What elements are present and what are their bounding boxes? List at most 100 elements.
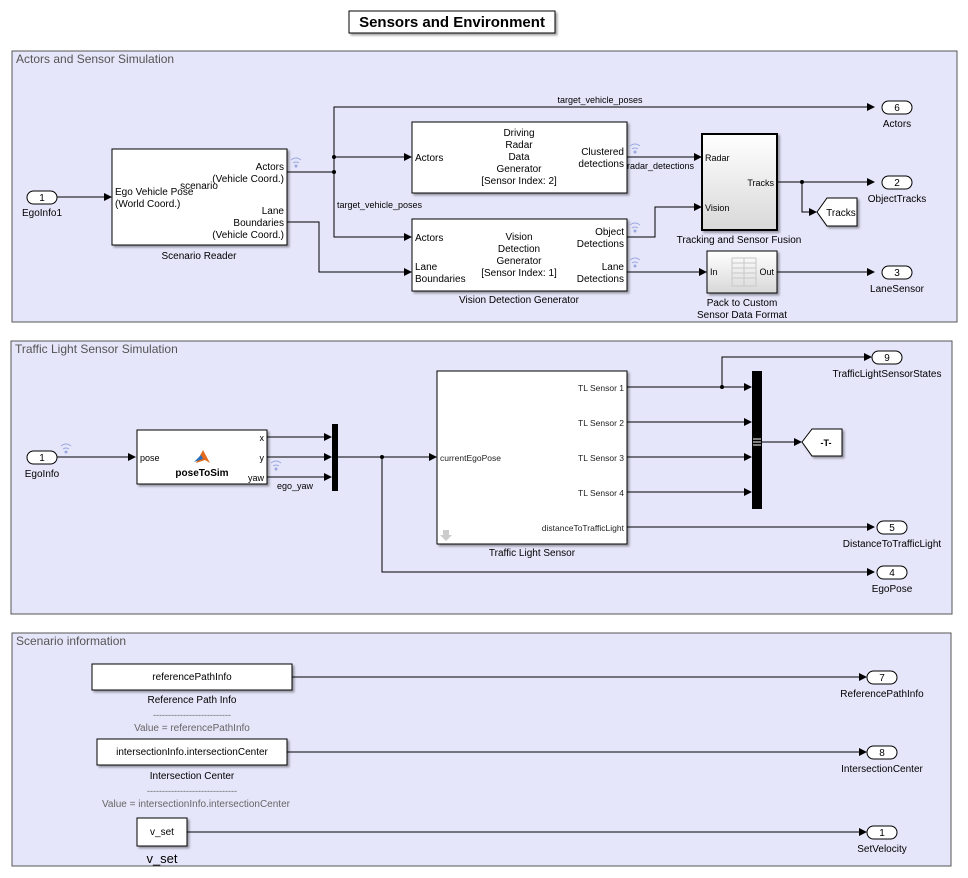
label-text: Reference Path Info	[148, 695, 237, 706]
label-text: Tracking and Sensor Fusion	[677, 235, 802, 246]
signal-line[interactable]	[627, 203, 702, 238]
signal-target-vehicle-poses-top[interactable]	[333, 103, 875, 172]
label-text: 1	[39, 193, 45, 204]
outport-setvelocity[interactable]: 1 SetVelocity	[857, 825, 907, 855]
outport-referencepathinfo[interactable]: 7 ReferencePathInfo	[840, 670, 924, 700]
label-text: radar_detections	[627, 161, 695, 171]
label-text: [Sensor Index: 2]	[481, 176, 557, 187]
label-text: target_vehicle_poses	[557, 95, 643, 105]
label-text: TL Sensor 1	[578, 383, 624, 393]
label-text: Scenario information	[16, 634, 126, 648]
label-text: TL Sensor 4	[578, 488, 624, 498]
label-text: Out	[759, 267, 774, 277]
pack-to-custom-sensor-data-format-block[interactable]: In Out Pack to Custom Sensor Data Format	[697, 250, 787, 321]
label-text: 3	[894, 268, 900, 279]
label-text: Vision Detection Generator	[459, 295, 580, 306]
label-text: LaneSensor	[870, 284, 925, 295]
matlab-function-icon	[194, 450, 210, 463]
signal-line[interactable]	[381, 457, 875, 576]
label-text: --------------------------	[153, 710, 231, 720]
scenario-reader-block[interactable]: Ego Vehicle Pose (World Coord.) scenario…	[111, 148, 288, 262]
outport-lanesensor[interactable]: 3 LaneSensor	[870, 265, 925, 295]
outport-objecttracks[interactable]: 2 ObjectTracks	[868, 175, 927, 205]
label-text: yaw	[248, 473, 265, 483]
bus-creator-block[interactable]	[752, 371, 762, 509]
pack-icon	[731, 257, 757, 287]
outport-distancetotrafficlight[interactable]: 5 DistanceToTrafficLight	[843, 520, 942, 550]
label-text: distanceToTrafficLight	[542, 523, 625, 533]
label-text: Actors	[256, 162, 284, 173]
label-text: ego_yaw	[277, 481, 314, 491]
signal-logging-icon	[60, 443, 72, 454]
label-text: currentEgoPose	[440, 453, 501, 463]
label-text: 6	[894, 103, 900, 114]
label-text: referencePathInfo	[152, 672, 232, 683]
label-text: (World Coord.)	[115, 199, 180, 210]
vision-detection-generator-block[interactable]: Actors Lane Boundaries Vision Detection …	[411, 218, 628, 306]
outport-egopose[interactable]: 4 EgoPose	[872, 565, 913, 595]
label-text: detections	[578, 159, 624, 170]
traffic-light-sensor-block[interactable]: currentEgoPose TL Sensor 1 TL Sensor 2 T…	[436, 370, 628, 559]
label-text: Sensors and Environment	[359, 14, 545, 31]
label-text: pose	[140, 453, 160, 463]
label-text: Detections	[577, 274, 624, 285]
label-text: ------------------------------	[147, 786, 237, 796]
signal-logging-icon	[629, 143, 641, 154]
outport-intersectioncenter[interactable]: 8 IntersectionCenter	[841, 745, 924, 775]
signal-line[interactable]	[287, 221, 412, 276]
label-text: Lane	[415, 262, 438, 273]
label-text: y	[260, 453, 265, 463]
label-text: Clustered	[581, 147, 624, 158]
label-text: EgoInfo	[25, 469, 60, 480]
label-text: Driving	[503, 128, 534, 139]
label-text: 1	[879, 828, 885, 839]
constant-intersection-center[interactable]: intersectionInfo.intersectionCenter Inte…	[96, 738, 291, 810]
outport-trafficlightsensorstates[interactable]: 9 TrafficLightSensorStates	[833, 350, 942, 380]
outport-actors[interactable]: 6 Actors	[881, 100, 913, 130]
constant-v-set[interactable]: v_set v_set	[136, 817, 188, 866]
label-text: Intersection Center	[150, 771, 235, 782]
goto-tracks-block[interactable]: Tracks	[816, 197, 858, 227]
label-text: In	[710, 267, 718, 277]
label-text: 7	[879, 673, 885, 684]
label-text: Vision	[705, 203, 729, 213]
label-text: 8	[879, 748, 885, 759]
label-text: -T-	[821, 438, 832, 448]
label-text: TL Sensor 3	[578, 453, 624, 463]
constant-reference-path-info[interactable]: referencePathInfo Reference Path Info --…	[91, 663, 293, 734]
signal-line[interactable]	[721, 353, 872, 387]
branch-point	[332, 155, 336, 159]
label-text: v_set	[150, 827, 174, 838]
label-text: 5	[889, 523, 895, 534]
label-text: [Sensor Index: 1]	[481, 268, 557, 279]
label-text: poseToSim	[175, 468, 228, 479]
pose-to-sim-block[interactable]: pose poseToSim x y yaw	[136, 429, 268, 485]
goto-t-block[interactable]: -T-	[801, 428, 843, 457]
signal-logging-icon	[270, 460, 282, 471]
label-text: Boundaries	[415, 274, 466, 285]
label-text: Actors and Sensor Simulation	[16, 52, 174, 66]
label-text: Ego Vehicle Pose	[115, 187, 194, 198]
label-text: Tracks	[747, 178, 774, 188]
tracking-and-sensor-fusion-block[interactable]: Radar Vision Tracks Tracking and Sensor …	[677, 133, 802, 246]
subsystem-arrow-icon	[440, 530, 452, 541]
signal-line[interactable]	[333, 172, 412, 241]
label-text: Vision	[505, 232, 532, 243]
label-text: Actors	[415, 233, 443, 244]
driving-radar-data-generator-block[interactable]: Actors Driving Radar Data Generator [Sen…	[411, 121, 628, 194]
mux-block[interactable]	[332, 424, 338, 491]
label-text: Detection	[498, 244, 540, 255]
label-text: Data	[508, 152, 530, 163]
label-text: Detections	[577, 239, 624, 250]
label-text: Radar	[505, 140, 533, 151]
label-text: ObjectTracks	[868, 194, 927, 205]
label-text: 1	[39, 453, 45, 464]
label-text: 9	[884, 353, 890, 364]
label-text: Boundaries	[233, 218, 284, 229]
signal-line[interactable]	[801, 182, 817, 216]
label-text: IntersectionCenter	[841, 764, 923, 775]
label-text: scenario	[180, 181, 218, 192]
label-text: 4	[889, 568, 895, 579]
label-text: Lane	[602, 262, 625, 273]
